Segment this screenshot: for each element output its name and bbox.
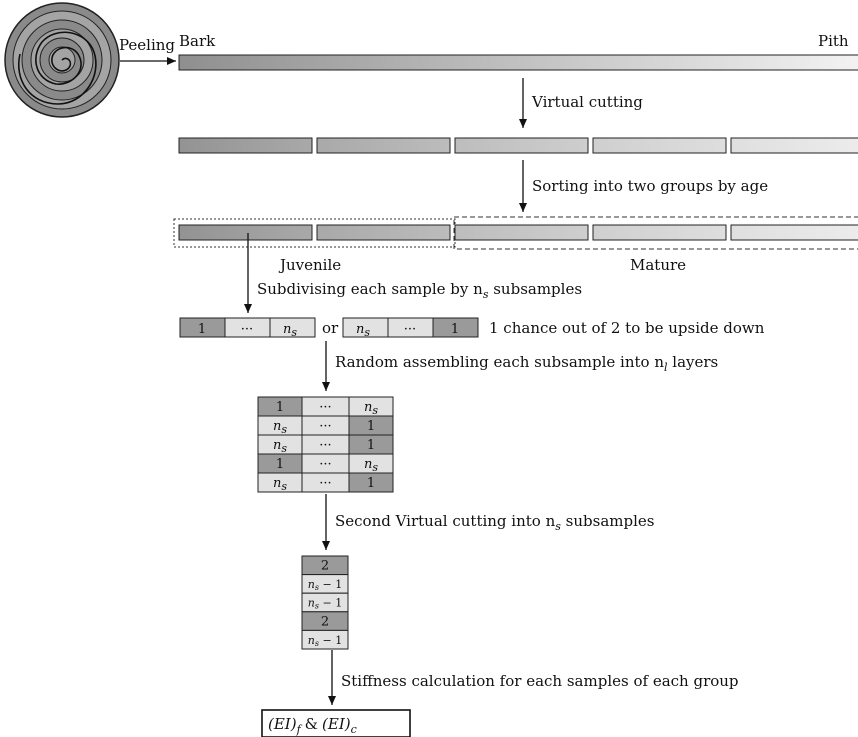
segment	[179, 138, 312, 153]
layer-cell-left: 1	[276, 400, 284, 415]
layer-cell-right: 1	[367, 476, 375, 491]
peeled-strip	[179, 55, 858, 70]
second-cut-cell: 2	[302, 556, 348, 575]
juvenile-label: Juvenile	[278, 256, 341, 274]
bark-label: Bark	[179, 32, 216, 50]
second-cut-cell-text: 2	[321, 614, 329, 629]
segment	[317, 138, 450, 153]
subsample-normal: 1 ··· ns	[180, 318, 315, 339]
second-cut-cell: ns − 1	[302, 630, 348, 649]
virtual-cutting-label: Virtual cutting	[531, 93, 643, 111]
second-cut-column: 2 ns − 1 ns − 1 2 ns − 1	[302, 556, 348, 649]
second-cut-cell: ns − 1	[302, 575, 348, 594]
second-cut-cell-text: ns − 1	[308, 634, 342, 648]
segment	[317, 225, 450, 240]
random-assembling-label: Random assembling each subsample into nl…	[335, 353, 718, 374]
subsample-flipped: ns ··· 1	[343, 318, 478, 339]
segment	[455, 138, 588, 153]
subsample-first: 1	[451, 322, 459, 337]
pith-label: Pith	[818, 32, 849, 50]
layer-cell-right: 1	[367, 419, 375, 434]
cut-segments-row	[179, 138, 858, 153]
layer-row: ns···1	[258, 435, 393, 455]
second-cut-cell: 2	[302, 612, 348, 631]
layer-cell-mid: ···	[319, 476, 331, 491]
second-cutting-label: Second Virtual cutting into ns subsample…	[335, 512, 654, 533]
layer-row: 1···ns	[258, 397, 393, 417]
second-cut-cell-text: ns − 1	[308, 597, 342, 611]
peeling-label: Peeling	[119, 36, 175, 54]
layer-row: ns···1	[258, 473, 393, 493]
segment	[455, 225, 588, 240]
or-label: or	[322, 319, 339, 337]
segment	[593, 225, 726, 240]
stiffness-label: Stiffness calculation for each samples o…	[341, 672, 739, 690]
subsample-first: 1	[198, 322, 206, 337]
layer-cell-mid: ···	[319, 400, 331, 415]
subsample-ellipsis: ···	[241, 322, 253, 337]
mature-label: Mature	[630, 256, 686, 274]
segment	[731, 138, 858, 153]
second-cut-cell: ns − 1	[302, 593, 348, 612]
layer-cell-mid: ···	[319, 457, 331, 472]
second-cut-cell-text: ns − 1	[308, 578, 342, 592]
sorted-groups-row	[174, 217, 858, 249]
segment	[179, 225, 312, 240]
layer-cell-right: 1	[367, 438, 375, 453]
second-cut-cell-text: 2	[321, 559, 329, 574]
layer-row: ns···1	[258, 416, 393, 436]
subsample-ellipsis: ···	[404, 322, 416, 337]
layer-cell-mid: ···	[319, 438, 331, 453]
result-formula: (EI)f&(EI)c	[268, 715, 357, 736]
layer-row: 1···ns	[258, 454, 393, 474]
layer-cell-mid: ···	[319, 419, 331, 434]
log-cross-section-icon	[5, 3, 119, 117]
upside-down-note: 1 chance out of 2 to be upside down	[489, 319, 765, 337]
sorting-label: Sorting into two groups by age	[532, 177, 768, 195]
subdividing-label: Subdivising each sample by ns subsamples	[257, 280, 582, 301]
result-box: (EI)f&(EI)c	[262, 710, 410, 737]
layer-cell-left: 1	[276, 457, 284, 472]
segment	[593, 138, 726, 153]
segment	[731, 225, 858, 240]
